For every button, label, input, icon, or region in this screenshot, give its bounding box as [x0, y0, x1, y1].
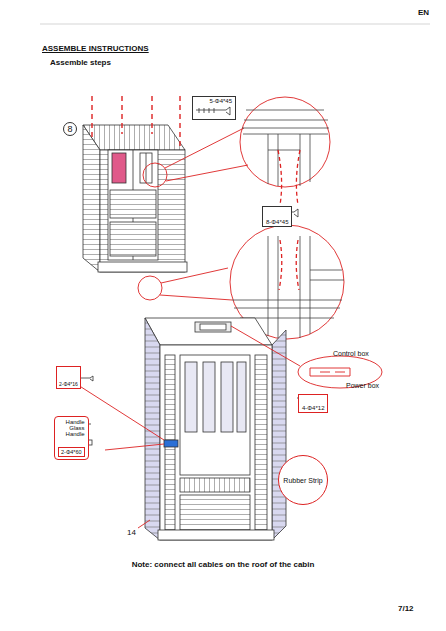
detail-circle: Rubber Strip — [278, 455, 328, 505]
part-name: Power box — [346, 382, 379, 390]
part-label: Handle — [58, 431, 85, 437]
part-label: Handle — [58, 419, 85, 425]
part-label: Rubber Strip — [279, 477, 327, 484]
page-title: ASSEMBLE INSTRUCTIONS — [42, 44, 149, 53]
part-label: 2-Φ4*16 — [59, 381, 78, 387]
page-language: EN — [418, 8, 429, 17]
callout-number: 14 — [127, 528, 136, 537]
note-text: Note: connect all cables on the roof of … — [0, 560, 446, 569]
part-label: 2-Φ4*60 — [61, 449, 82, 455]
section-heading: Assemble steps — [50, 58, 111, 67]
part-label: 4-Φ4*12 — [302, 405, 324, 411]
screw-spec-box: 8-Φ4*45 — [262, 206, 292, 227]
page-number: 7/12 — [398, 604, 414, 613]
part-label: 5-Φ4*45 — [196, 98, 232, 104]
part-name: Control box — [333, 350, 369, 358]
part-label: 8-Φ4*45 — [266, 219, 288, 225]
part-callout-box: HandleGlassHandle 2-Φ4*60 — [54, 416, 89, 460]
screw-spec-box: 2-Φ4*16 — [56, 366, 81, 389]
part-label: Glass — [58, 425, 85, 431]
screw-spec-box: 2-Φ4*60 — [58, 447, 85, 457]
screw-spec-box: 4-Φ4*12 — [298, 394, 328, 413]
screw-spec-box: 5-Φ4*45 — [192, 96, 236, 120]
callout-number: 8 — [63, 122, 77, 136]
